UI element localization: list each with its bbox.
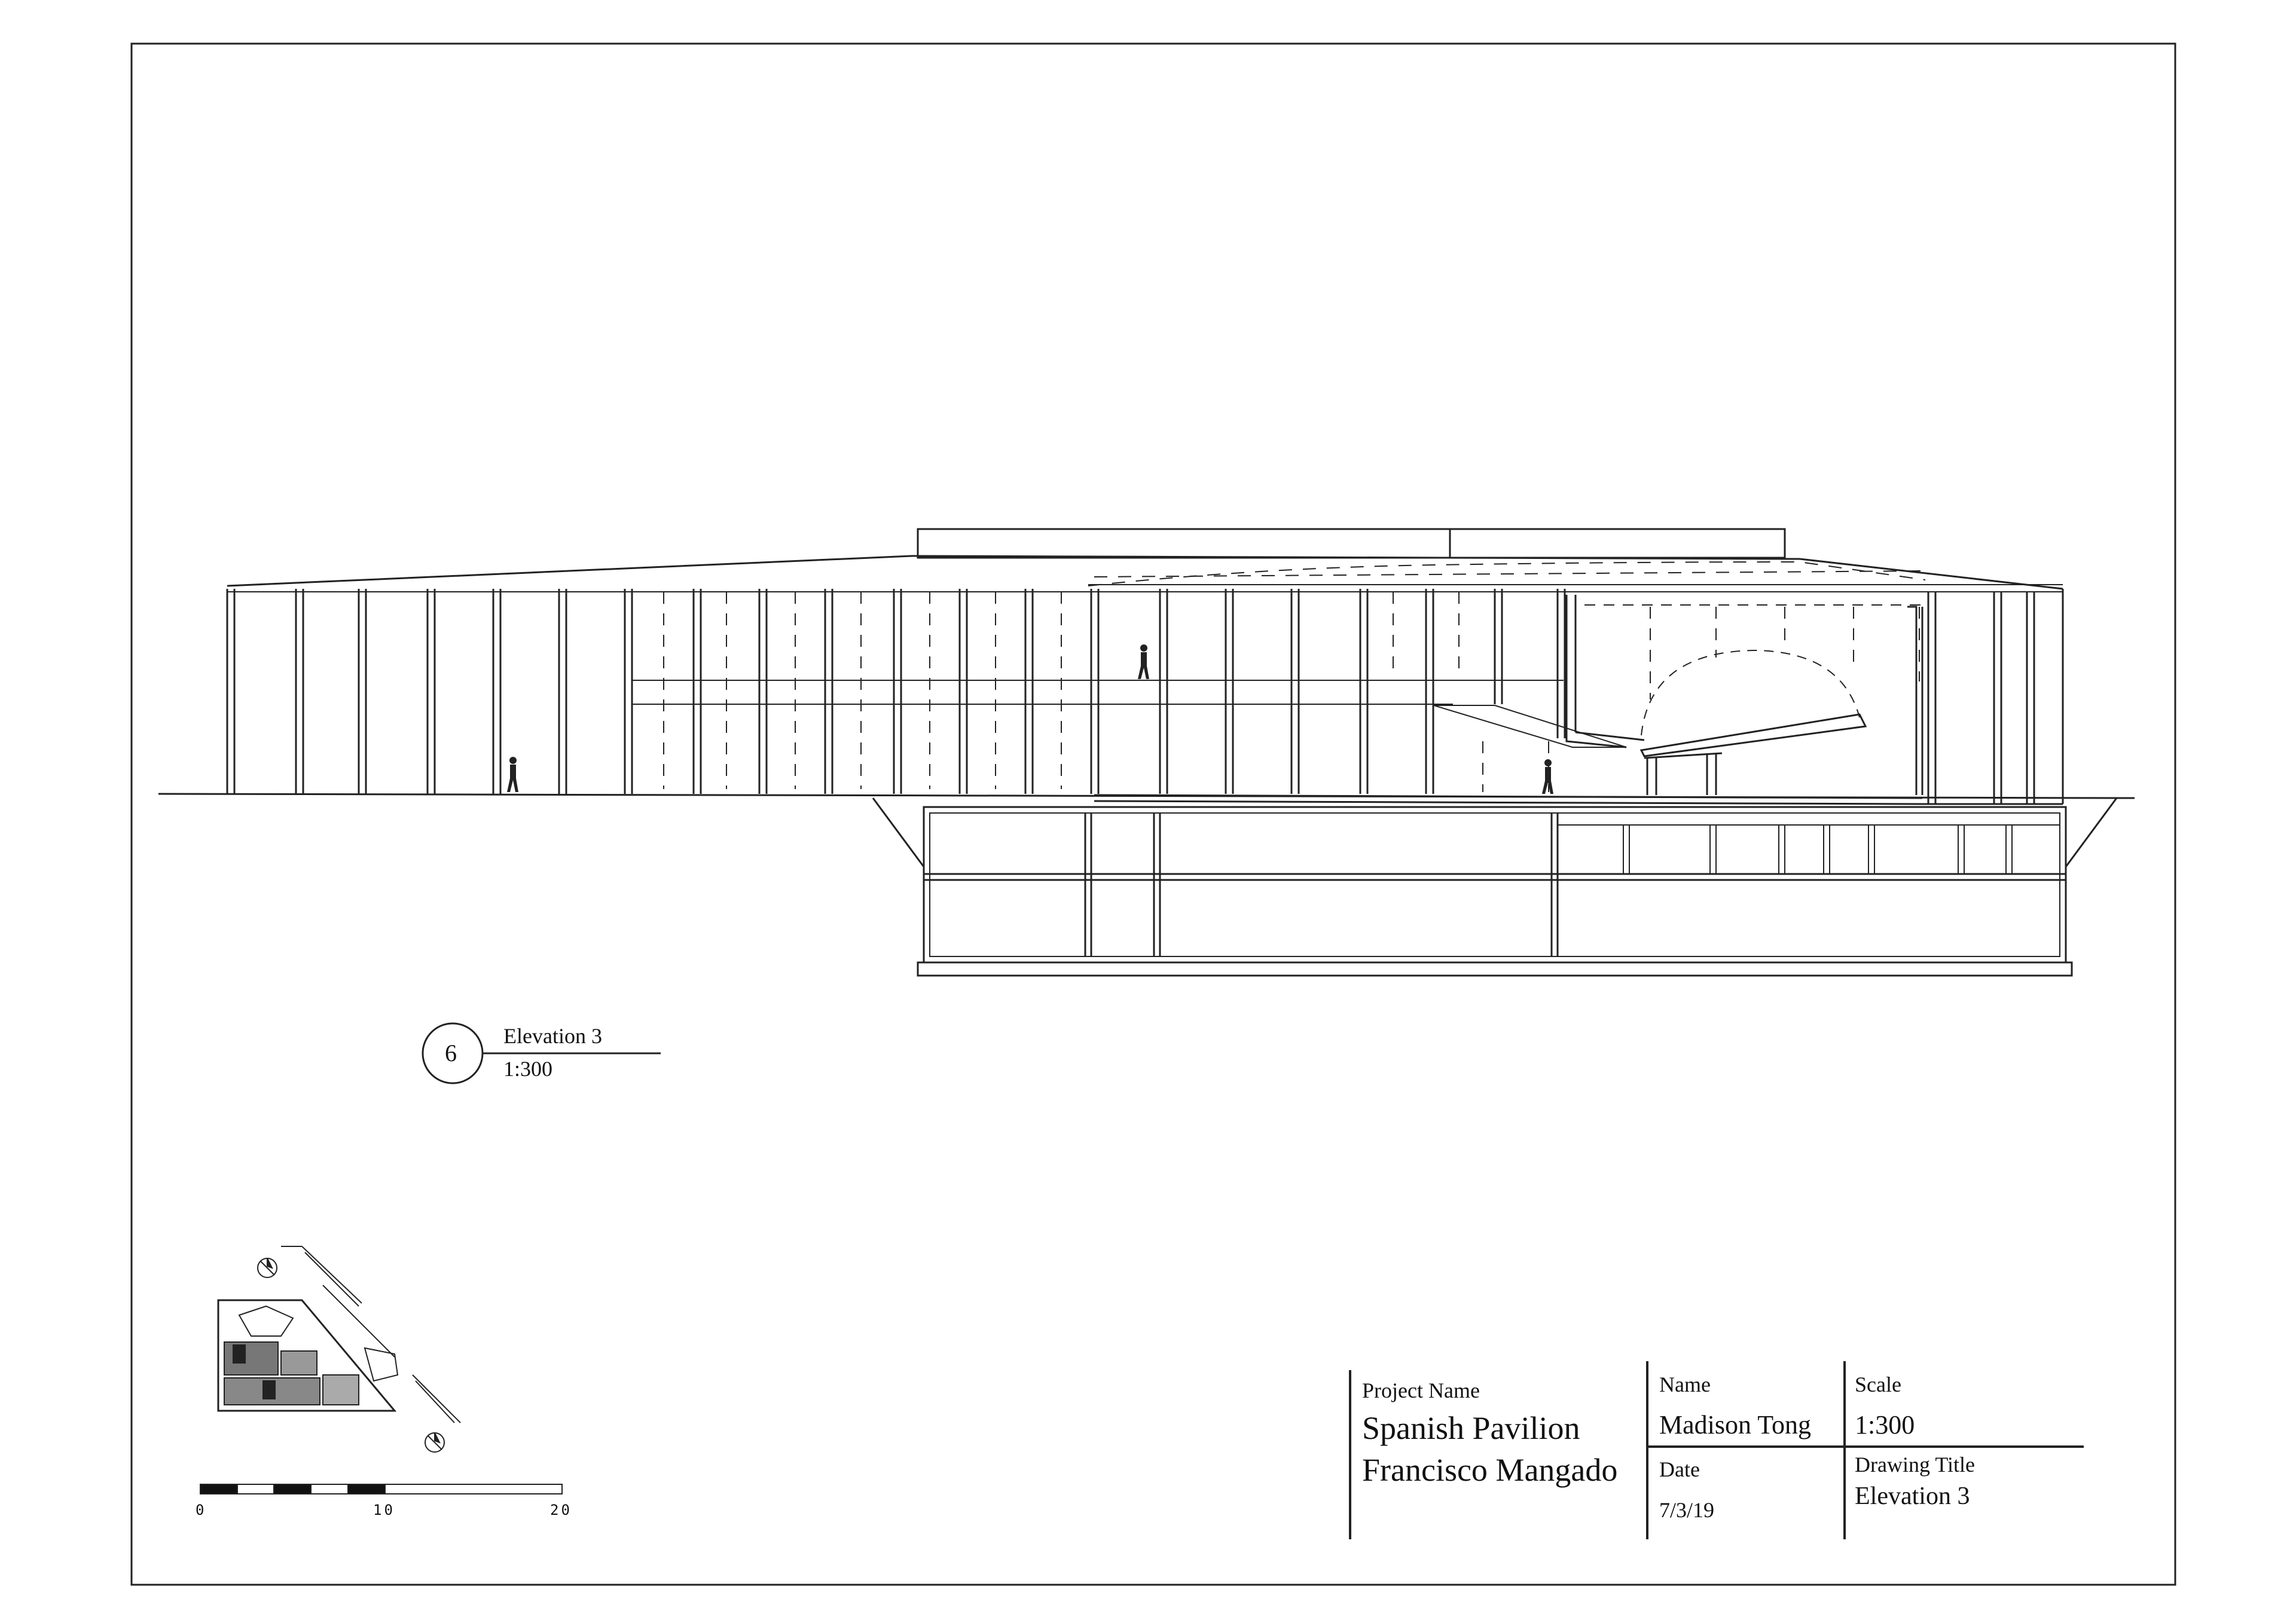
drawing-title-value: Elevation 3 bbox=[1855, 1483, 1970, 1510]
scale-label-10: 10 bbox=[373, 1502, 395, 1518]
stair-ramp bbox=[1433, 705, 1627, 748]
sheet-border bbox=[130, 42, 2176, 1586]
plinth bbox=[872, 797, 2118, 977]
callout-number: 6 bbox=[445, 1040, 457, 1066]
person-figure-mezzanine bbox=[1138, 644, 1149, 679]
elevation-drawing bbox=[158, 528, 2135, 977]
person-figure-right bbox=[1542, 759, 1553, 794]
callout-title: Elevation 3 bbox=[503, 1024, 602, 1048]
scale-label: Scale bbox=[1855, 1373, 1901, 1396]
north-arrow-icon bbox=[425, 1432, 445, 1453]
drawing-title-label: Drawing Title bbox=[1855, 1453, 1976, 1477]
scale-value: 1:300 bbox=[1855, 1410, 1915, 1439]
callout-scale: 1:300 bbox=[503, 1057, 553, 1081]
project-name-label: Project Name bbox=[1362, 1379, 1480, 1402]
key-plan bbox=[217, 1246, 461, 1453]
dashed-columns bbox=[663, 592, 1920, 792]
project-name-line2: Francisco Mangado bbox=[1362, 1452, 1618, 1488]
dashed-roof bbox=[1088, 561, 1926, 586]
auditorium bbox=[1565, 595, 1923, 795]
human-figures bbox=[507, 644, 1553, 794]
north-arrow-icon bbox=[257, 1258, 277, 1278]
scale-label-0: 0 bbox=[196, 1502, 207, 1518]
scale-bar bbox=[200, 1484, 563, 1494]
drawing-callout bbox=[422, 1022, 661, 1084]
person-figure-left bbox=[507, 757, 518, 792]
date-label: Date bbox=[1659, 1457, 1700, 1481]
title-block-frame bbox=[1349, 1361, 2084, 1539]
name-value: Madison Tong bbox=[1659, 1410, 1812, 1439]
project-name-line1: Spanish Pavilion bbox=[1362, 1410, 1580, 1446]
rooftop-box bbox=[917, 528, 1786, 559]
name-label: Name bbox=[1659, 1373, 1711, 1396]
right-columns bbox=[1922, 589, 2064, 805]
date-value: 7/3/19 bbox=[1659, 1498, 1715, 1522]
middle-columns bbox=[632, 589, 1566, 794]
left-columns bbox=[226, 589, 633, 794]
roof-line bbox=[227, 555, 2063, 590]
scale-label-20: 20 bbox=[550, 1502, 572, 1518]
